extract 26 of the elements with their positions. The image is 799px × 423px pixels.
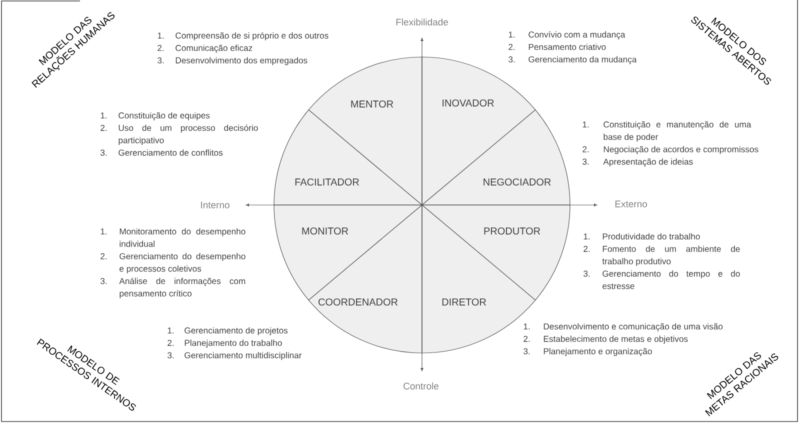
list-item: 1. Produtividade do trabalho xyxy=(584,233,700,240)
list-item: 2. Fomento de um ambiente de trabalho produtivo xyxy=(584,246,740,266)
axis-label: Externo xyxy=(615,200,647,208)
list-item: 1. Compreensão de si próprio e dos outros xyxy=(158,32,328,40)
axis-label: Interno xyxy=(201,202,230,208)
list-item: 2. Negociação de acordos e compromissos xyxy=(582,146,758,154)
list-item: 3. Análise de informações com pensamento crítico xyxy=(100,278,246,298)
list-item: 1. Gerenciamento de projetos xyxy=(168,327,288,336)
list-item: 2. Uso de um processo decisório participativo xyxy=(100,124,258,146)
axis-label: Flexibilidade xyxy=(396,18,448,26)
list-item: 3. Desenvolvimento dos empregados xyxy=(158,57,308,66)
list-item: 1. Constituição e manutenção de uma base de poder xyxy=(582,121,752,142)
list-item: 2. Planejamento do trabalho xyxy=(168,340,282,348)
circle-sector: FACILITADOR xyxy=(274,110,422,206)
list-item: 1. Monitoramento do desempenho individual xyxy=(100,228,246,247)
list-item: 2. Pensamento criativo xyxy=(508,44,606,50)
circle-sector: NEGOCIADOR xyxy=(422,110,570,206)
axis-label: Controle xyxy=(404,382,439,390)
list-item: 3. Apresentação de ideias xyxy=(582,158,693,166)
list-item: 1. Constituição de equipes xyxy=(100,112,210,120)
list-item: 2. Comunicação eficaz xyxy=(158,44,252,53)
list-item: 3. Gerenciamento de conflitos xyxy=(100,149,223,156)
list-item: 2. Gerenciamento do desempenho e processos coletivos xyxy=(100,253,246,274)
list-item: 3. Gerenciamento multidisciplinar xyxy=(168,352,302,360)
list-item: 1. Convívio com a mudança xyxy=(508,31,626,40)
list-item: 3. Gerenciamento do tempo e do estresse xyxy=(584,270,740,290)
